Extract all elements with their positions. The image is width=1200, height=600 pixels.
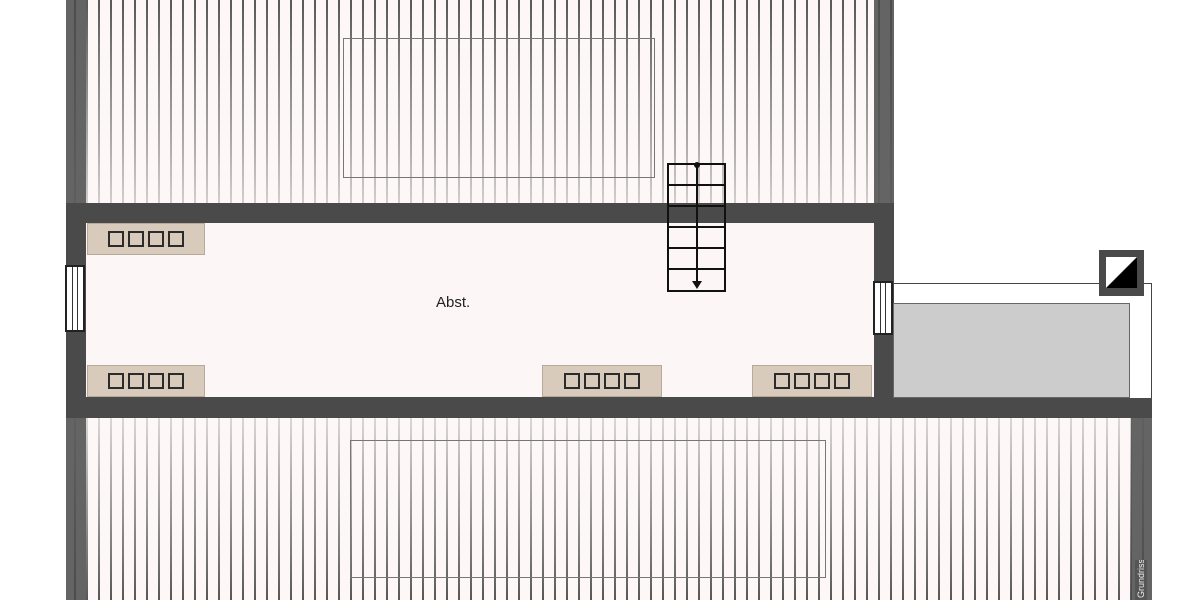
attic-room [86, 223, 874, 397]
lower-roof-hatching [66, 418, 1152, 600]
corridor-bottom-wall [66, 397, 1152, 418]
window-right [873, 281, 893, 335]
lower-skylight [350, 440, 826, 578]
stair-arrow-down-icon [692, 281, 702, 289]
chimney-symbol [1099, 250, 1144, 296]
radiator-rib [604, 373, 620, 389]
upper-skylight [343, 38, 655, 178]
upper-right-wall [874, 0, 894, 205]
radiator-top-left [87, 223, 205, 255]
balcony-floor [893, 303, 1130, 398]
radiator-rib [168, 231, 184, 247]
radiator-rib [108, 231, 124, 247]
lower-left-wall [66, 418, 86, 600]
window-left [65, 265, 85, 332]
radiator-rib [774, 373, 790, 389]
radiator-bottom-center [542, 365, 662, 397]
room-label: Abst. [436, 294, 471, 311]
radiator-rib [168, 373, 184, 389]
radiator-bottom-left [87, 365, 205, 397]
corridor-top-wall [66, 203, 894, 223]
chimney-icon [1106, 257, 1137, 288]
radiator-rib [584, 373, 600, 389]
lower-right-wall [1131, 418, 1152, 600]
upper-left-wall [66, 0, 86, 205]
radiator-rib [108, 373, 124, 389]
radiator-rib [794, 373, 810, 389]
stair-start-dot [694, 162, 700, 168]
radiator-rib [148, 373, 164, 389]
radiator-rib [564, 373, 580, 389]
radiator-rib [128, 373, 144, 389]
radiator-rib [834, 373, 850, 389]
radiator-rib [814, 373, 830, 389]
stair-direction-line [696, 165, 698, 283]
radiator-rib [148, 231, 164, 247]
radiator-rib [128, 231, 144, 247]
side-tag: Grundriss [1135, 560, 1147, 600]
radiator-rib [624, 373, 640, 389]
staircase [667, 162, 726, 292]
upper-roof-hatching [66, 0, 894, 205]
radiator-bottom-right [752, 365, 872, 397]
